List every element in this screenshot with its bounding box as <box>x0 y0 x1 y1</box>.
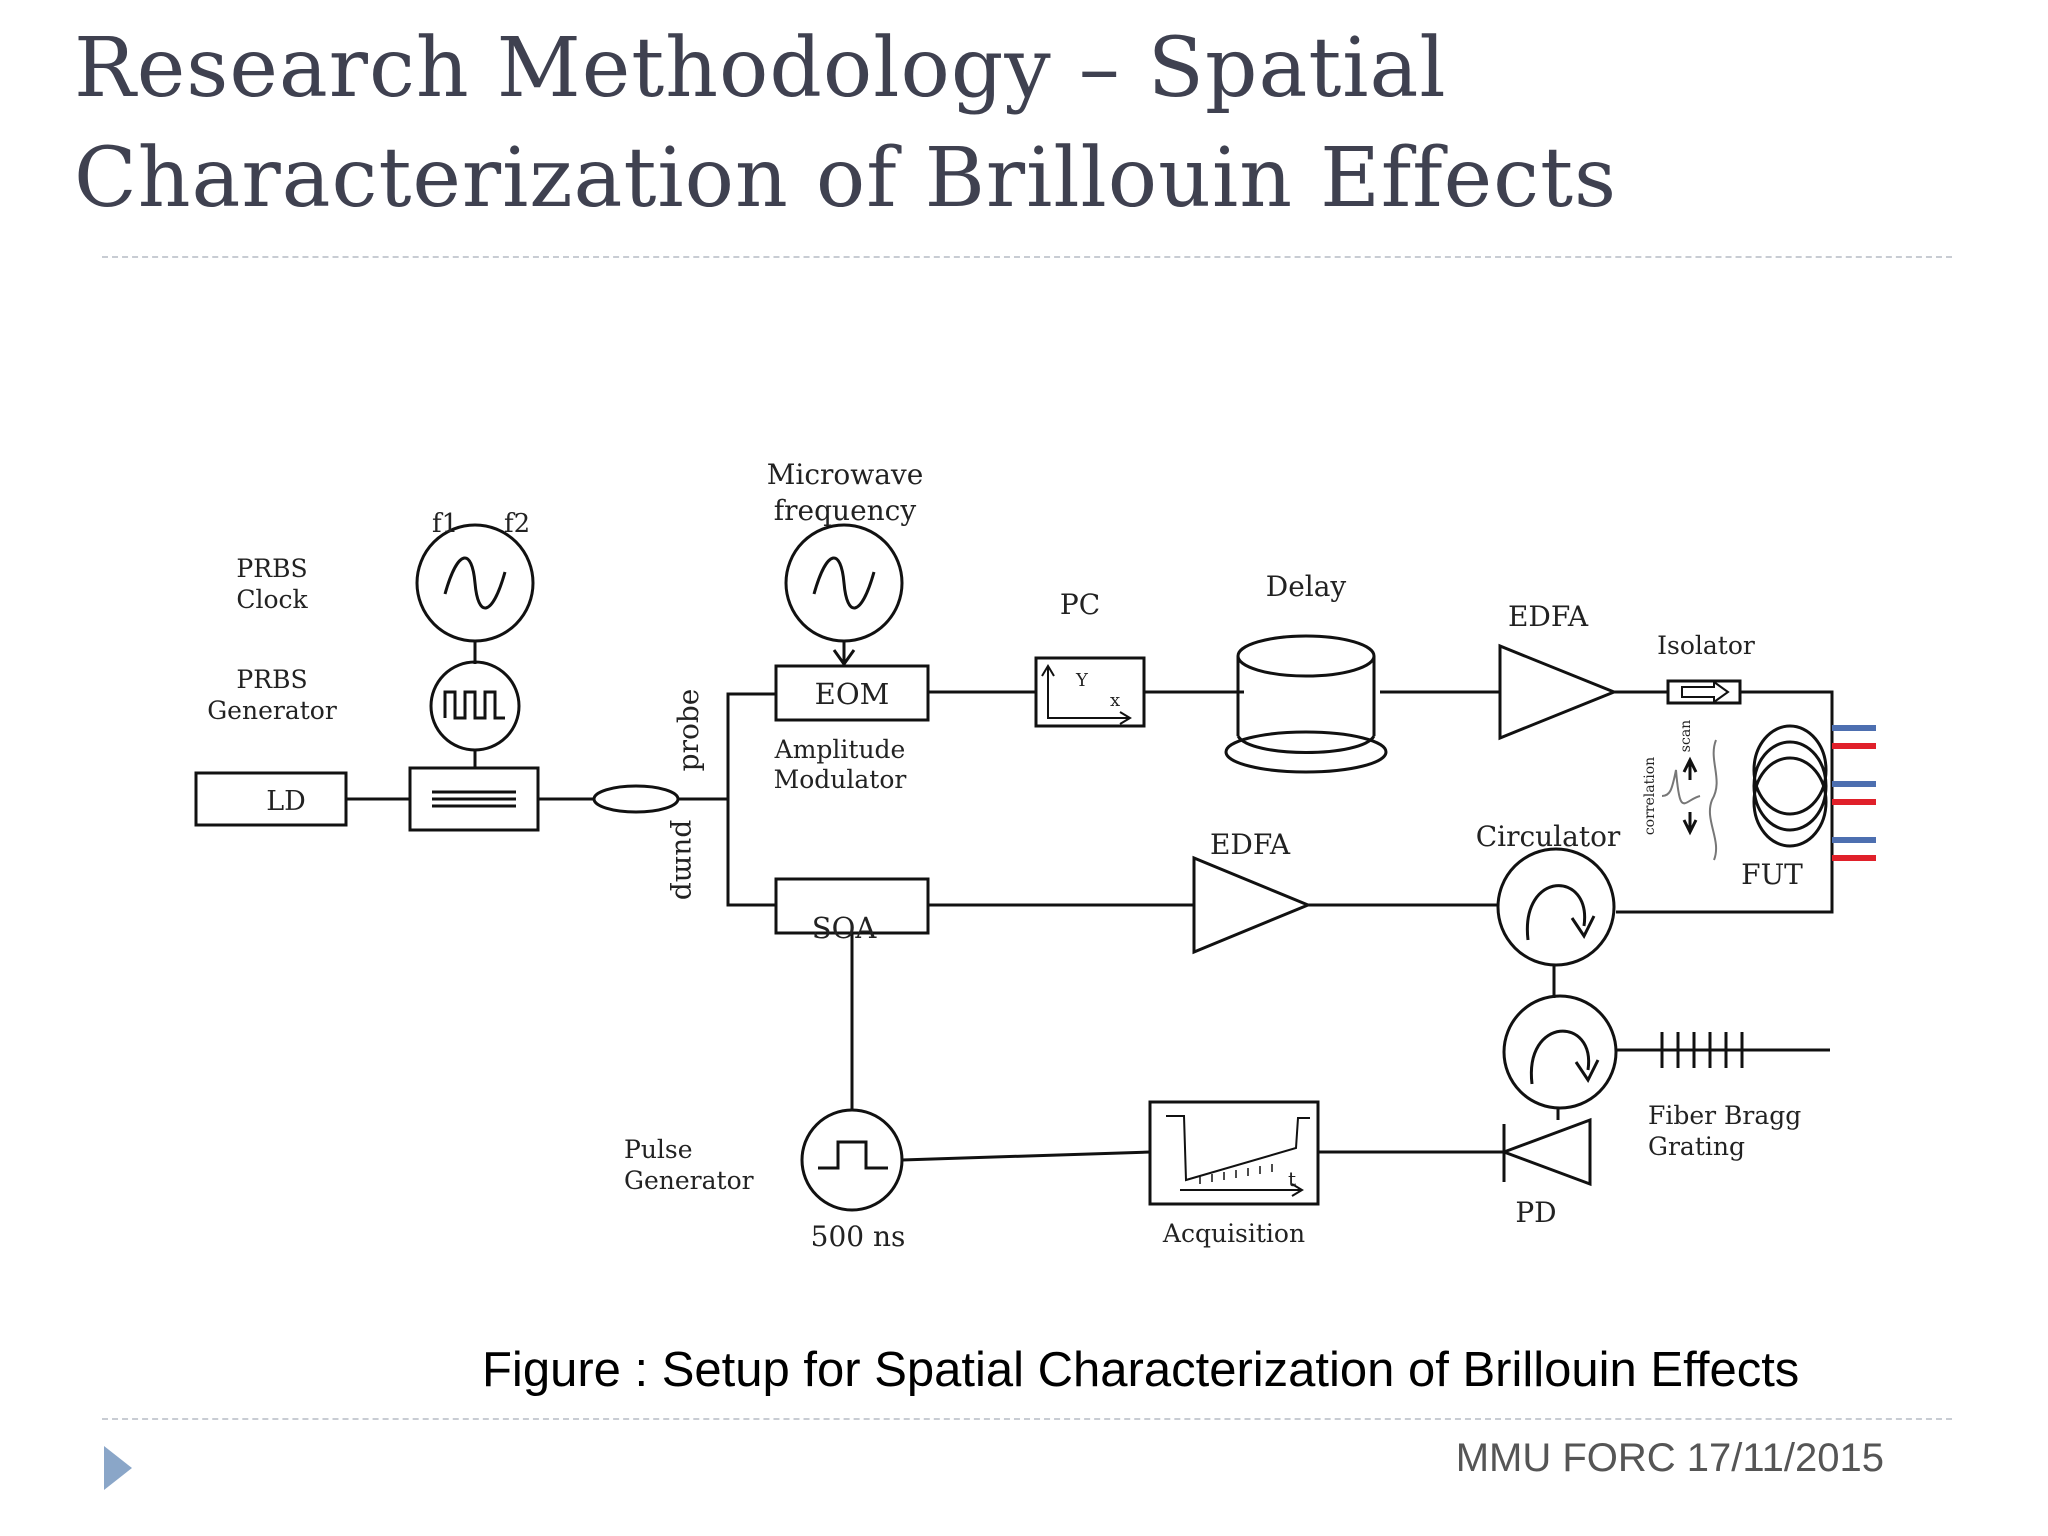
edfa-top-label: EDFA <box>1508 600 1589 633</box>
coupler <box>592 784 680 814</box>
edfa-top-amplifier <box>1498 643 1619 741</box>
circulator-1 <box>1496 847 1616 967</box>
pc-axes <box>1047 668 1128 719</box>
eom-label: EOM <box>815 677 890 711</box>
fut-coil <box>1752 724 1828 816</box>
circulator-arrow-icon <box>1525 884 1587 941</box>
pulse-to-acquisition-line <box>901 1150 1151 1162</box>
f1-text: f1 <box>432 509 458 539</box>
pulse-generator-label: Generator <box>624 1166 754 1195</box>
prbs-clock-label: PRBS <box>236 554 307 583</box>
footer-text: MMU FORC 17/11/2015 <box>1455 1436 1884 1480</box>
delay-spool-base <box>1224 730 1388 774</box>
square-wave-icon <box>443 690 505 720</box>
nav-triangle-icon[interactable] <box>104 1446 132 1490</box>
arrow-right-icon <box>1681 680 1730 704</box>
isolator-label: Isolator <box>1657 631 1755 660</box>
circulator-2 <box>1502 994 1618 1110</box>
circulator-label: Circulator <box>1476 820 1621 853</box>
circulator-arrow-icon <box>1529 1029 1591 1085</box>
delay-spool-top <box>1236 634 1376 678</box>
delay-label: Delay <box>1266 570 1347 603</box>
title-divider <box>102 256 1952 258</box>
acquisition-ticks <box>1199 1164 1273 1184</box>
figure-caption: Figure : Setup for Spatial Characterizat… <box>482 1343 1800 1397</box>
arrow-right-icon <box>1119 711 1132 725</box>
prbs-generator-label: Generator <box>207 696 337 725</box>
edfa-bottom-amplifier <box>1192 855 1312 955</box>
arrow-right-icon <box>1291 1183 1304 1197</box>
prbs-clock-label: Clock <box>236 585 308 614</box>
amplitude-modulator-label: Modulator <box>774 765 907 794</box>
scan-label: scan <box>1678 720 1694 752</box>
microwave-label: Microwave <box>767 458 924 491</box>
delay-spool-bottom <box>1236 735 1376 754</box>
pulse-generator <box>800 1108 904 1212</box>
arrow-up-icon <box>1041 664 1055 677</box>
fut-coil <box>1752 740 1828 832</box>
arrow-down-icon <box>1682 819 1698 836</box>
pulse-icon <box>818 1140 888 1170</box>
delay-spool-sides <box>1236 656 1376 736</box>
sine-wave-icon <box>812 556 876 610</box>
pulse-width-label: 500 ns <box>811 1220 906 1253</box>
f2-text: f2 <box>504 509 530 539</box>
pump-fiber <box>726 799 776 907</box>
circulator-arrow-head <box>1570 915 1596 939</box>
pc-y-label: Y <box>1075 670 1089 691</box>
soa-label: SOA <box>812 911 878 945</box>
sine-wave-icon <box>443 556 507 610</box>
correlation-trace <box>1708 739 1718 861</box>
slide-title: Research Methodology – Spatial Character… <box>74 14 1954 234</box>
fut-label: FUT <box>1741 858 1803 891</box>
photodiode <box>1499 1117 1592 1187</box>
arrow-up-icon <box>1682 756 1698 773</box>
slide-title-line-2: Characterization of Brillouin Effects <box>74 131 1618 226</box>
f1-label: f1 <box>432 509 458 539</box>
ld-label: LD <box>266 786 306 817</box>
arrow-down-icon <box>832 649 856 667</box>
fbg-label: Grating <box>1648 1132 1745 1161</box>
acquisition-trace <box>1166 1115 1310 1182</box>
pump-label: pump <box>669 820 702 900</box>
pulse-generator-label: Pulse <box>624 1135 693 1164</box>
circulator-arrow-head <box>1574 1059 1600 1083</box>
footer-divider <box>102 1418 1952 1420</box>
fbg-label: Fiber Bragg <box>1648 1101 1801 1130</box>
pc-label: PC <box>1060 588 1100 621</box>
pc-x-label: x <box>1110 690 1120 711</box>
f2-label: f2 <box>504 509 530 539</box>
acquisition-t-label: t <box>1288 1167 1296 1191</box>
microwave-label: frequency <box>774 494 917 527</box>
fbg-grating-marks <box>1660 1032 1744 1068</box>
fut-coil <box>1752 756 1828 848</box>
acquisition-label: Acquisition <box>1162 1219 1305 1248</box>
edfa-bottom-label: EDFA <box>1210 828 1291 861</box>
probe-label: probe <box>672 689 705 772</box>
slide-title-line-1: Research Methodology – Spatial <box>74 21 1447 116</box>
correlation-peak <box>1661 769 1701 805</box>
amplitude-modulator-label: Amplitude <box>774 735 906 764</box>
probe-fiber <box>678 692 776 801</box>
prbs-generator-label: PRBS <box>236 665 307 694</box>
pd-label: PD <box>1515 1196 1556 1229</box>
correlation-label: correlation <box>1642 757 1658 835</box>
